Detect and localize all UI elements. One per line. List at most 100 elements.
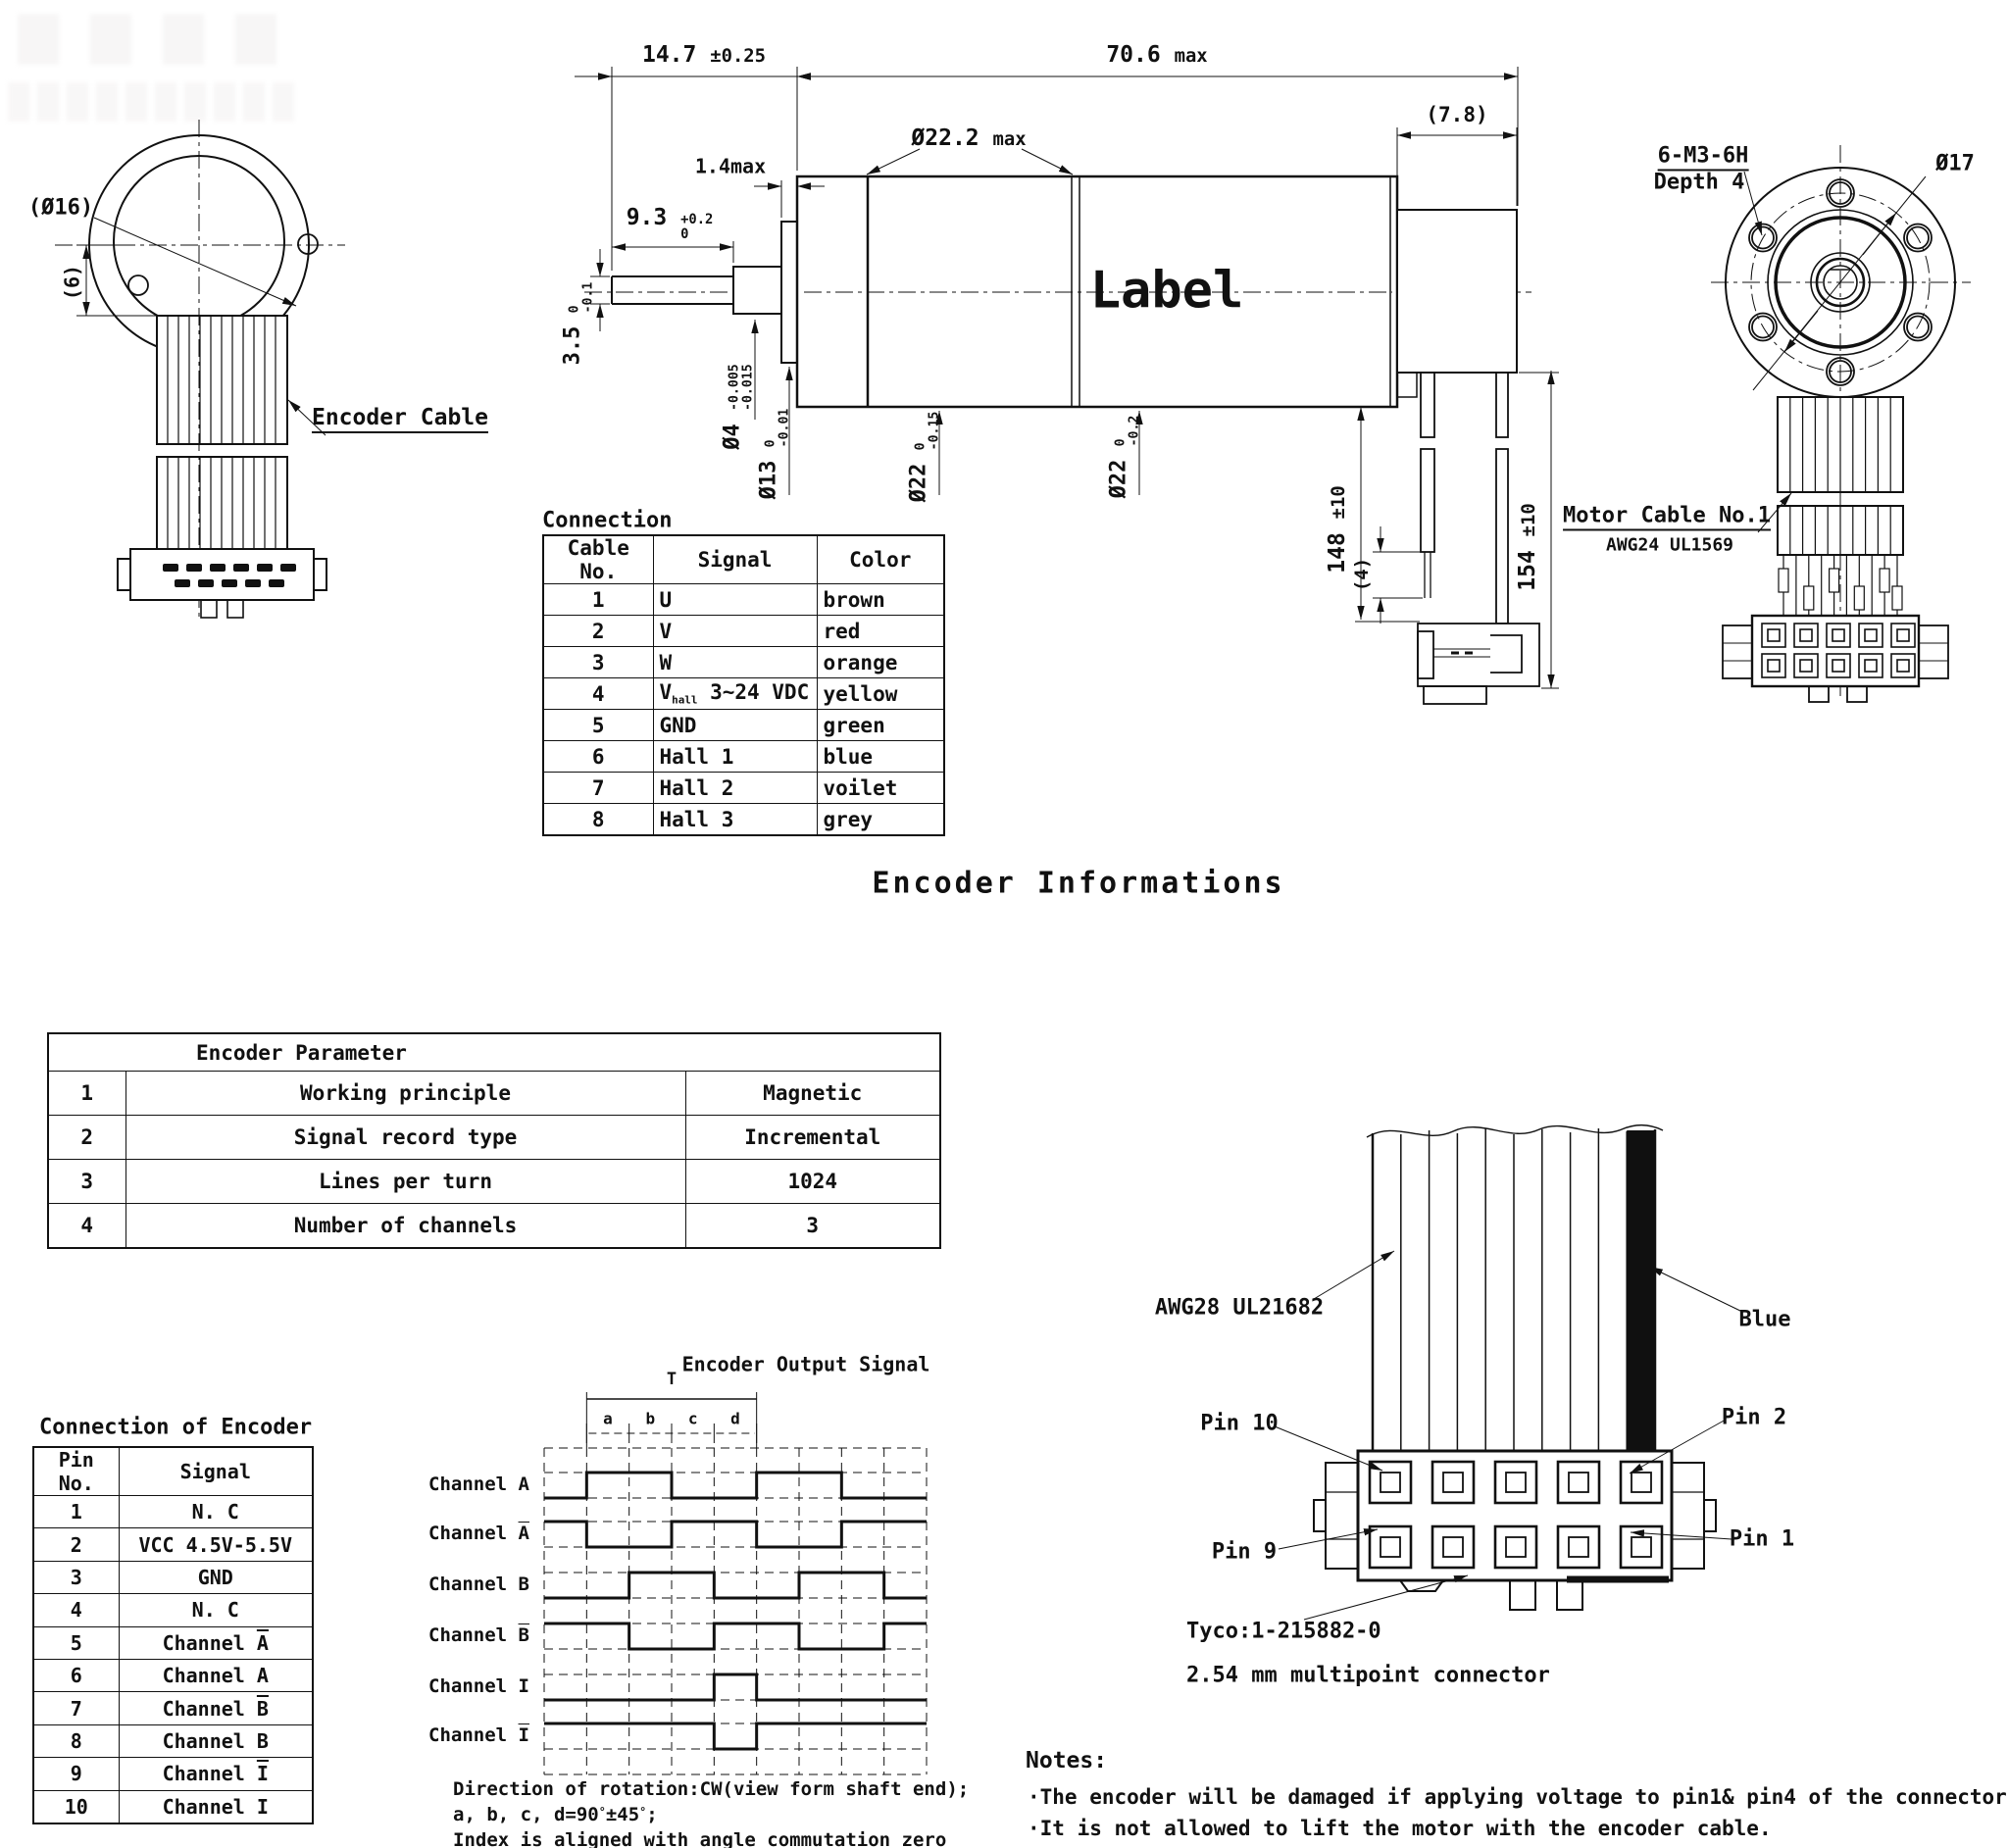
dim-washer-thickness: 1.4max xyxy=(694,154,767,178)
waveform-caption-1: Direction of rotation:CW(view form shaft… xyxy=(453,1778,970,1801)
table-cell: U xyxy=(652,583,818,616)
table-cell: 1 xyxy=(32,1494,120,1529)
motor-label-text: Label xyxy=(1089,261,1244,321)
table-cell: 3 xyxy=(542,646,654,678)
connector-part-number: Tyco:1-215882-0 xyxy=(1186,1619,1381,1644)
table-cell: 2 xyxy=(542,615,654,647)
table-cell: orange xyxy=(816,646,945,678)
column-header: Cable No. xyxy=(542,534,654,584)
dim-shaft-diameter: Ø4 -0.005-0.015 xyxy=(720,364,756,450)
section-title: Encoder Informations xyxy=(872,866,1285,901)
table-cell: 8 xyxy=(32,1723,120,1759)
table-cell: 4 xyxy=(47,1203,126,1249)
waveform-caption-3: Index is aligned with angle commutation … xyxy=(453,1829,947,1848)
table-cell: 3 xyxy=(47,1159,126,1204)
dim-cable-offset: (6) xyxy=(60,264,84,301)
table-cell: Vhall 3~24 VDC xyxy=(652,677,818,710)
side-view xyxy=(575,67,1559,705)
table-cell: Magnetic xyxy=(684,1071,941,1116)
table-cell: 3 xyxy=(32,1560,120,1595)
table-cell: 5 xyxy=(32,1625,120,1660)
table-cell: Signal record type xyxy=(125,1115,686,1160)
period-segment-c: c xyxy=(687,1409,698,1428)
channel-label: Channel B xyxy=(428,1624,529,1647)
table-cell: Working principle xyxy=(125,1071,686,1116)
table-cell: green xyxy=(816,709,945,741)
bolt-holes xyxy=(1748,178,1933,386)
table-cell: VCC 4.5V-5.5V xyxy=(118,1527,314,1562)
table-cell: 2 xyxy=(32,1527,120,1562)
motor-cable-label: Motor Cable No.1 xyxy=(1563,504,1771,531)
period-symbol: T xyxy=(666,1370,678,1390)
table-cell: Lines per turn xyxy=(125,1159,686,1204)
table-cell: 5 xyxy=(542,709,654,741)
table-cell: Channel A xyxy=(118,1658,314,1693)
dim-bolt-circle: Ø17 xyxy=(1935,151,1975,176)
table-cell: brown xyxy=(816,583,945,616)
period-segment-a: a xyxy=(603,1409,613,1428)
wire-fan xyxy=(1778,555,1903,616)
table-cell: Number of channels xyxy=(125,1203,686,1249)
waveform-caption-2: a, b, c, d=90°±45°; xyxy=(453,1804,658,1826)
channel-label: Channel A xyxy=(428,1473,529,1496)
dim-encoder-cable-length: 148 ±10 xyxy=(1324,485,1350,574)
dim-flange-diameter: (Ø16) xyxy=(27,195,94,221)
table-cell: 1 xyxy=(542,583,654,616)
motor-ribbon-cable xyxy=(1777,396,1904,616)
table-cell: red xyxy=(816,615,945,647)
dim-shaft-flat: 3.5 0-0.1 xyxy=(560,281,596,366)
dim-pilot-diameter: Ø13 0-0.01 xyxy=(756,408,792,500)
channel-label: Channel B xyxy=(428,1573,529,1596)
encoder-output-waveform xyxy=(543,1392,928,1775)
table-cell: N. C xyxy=(118,1494,314,1529)
table-cell: 2 xyxy=(47,1115,126,1160)
rear-cap xyxy=(1396,209,1518,398)
table-cell: Incremental xyxy=(684,1115,941,1160)
encoder-connector-front xyxy=(117,548,327,619)
channel-label: Channel I xyxy=(428,1675,529,1698)
pilot-washer xyxy=(780,221,798,364)
period-segment-d: d xyxy=(730,1409,740,1428)
table-cell: W xyxy=(652,646,818,678)
dim-gearbox-diameter: Ø22 0-0.15 xyxy=(906,411,942,503)
dim-body-diameter-max: Ø22.2 max xyxy=(911,125,1027,151)
detail-ribbon xyxy=(1366,1124,1664,1451)
connection-table-title: Connection xyxy=(542,508,673,533)
table-title: Encoder Parameter xyxy=(47,1032,941,1072)
table-cell: V xyxy=(652,615,818,647)
table-cell: Hall 3 xyxy=(652,803,818,836)
rear-view xyxy=(1711,145,1971,703)
table-cell: 9 xyxy=(32,1757,120,1791)
channel-label: Channel I xyxy=(428,1724,529,1747)
front-view xyxy=(55,120,345,619)
table-cell: 7 xyxy=(542,772,654,804)
pin2-label: Pin 2 xyxy=(1721,1405,1787,1430)
connector-detail-view xyxy=(1274,1124,1743,1621)
note-item-2: ·It is not allowed to lift the motor wit… xyxy=(1028,1816,1772,1840)
table-cell: 1024 xyxy=(684,1159,941,1204)
table-cell: grey xyxy=(816,803,945,836)
table-cell: GND xyxy=(652,709,818,741)
pin9-label: Pin 9 xyxy=(1211,1539,1278,1565)
blue-wire xyxy=(1627,1130,1655,1451)
table-cell: Channel I xyxy=(118,1789,314,1824)
side-cables xyxy=(1420,372,1509,624)
